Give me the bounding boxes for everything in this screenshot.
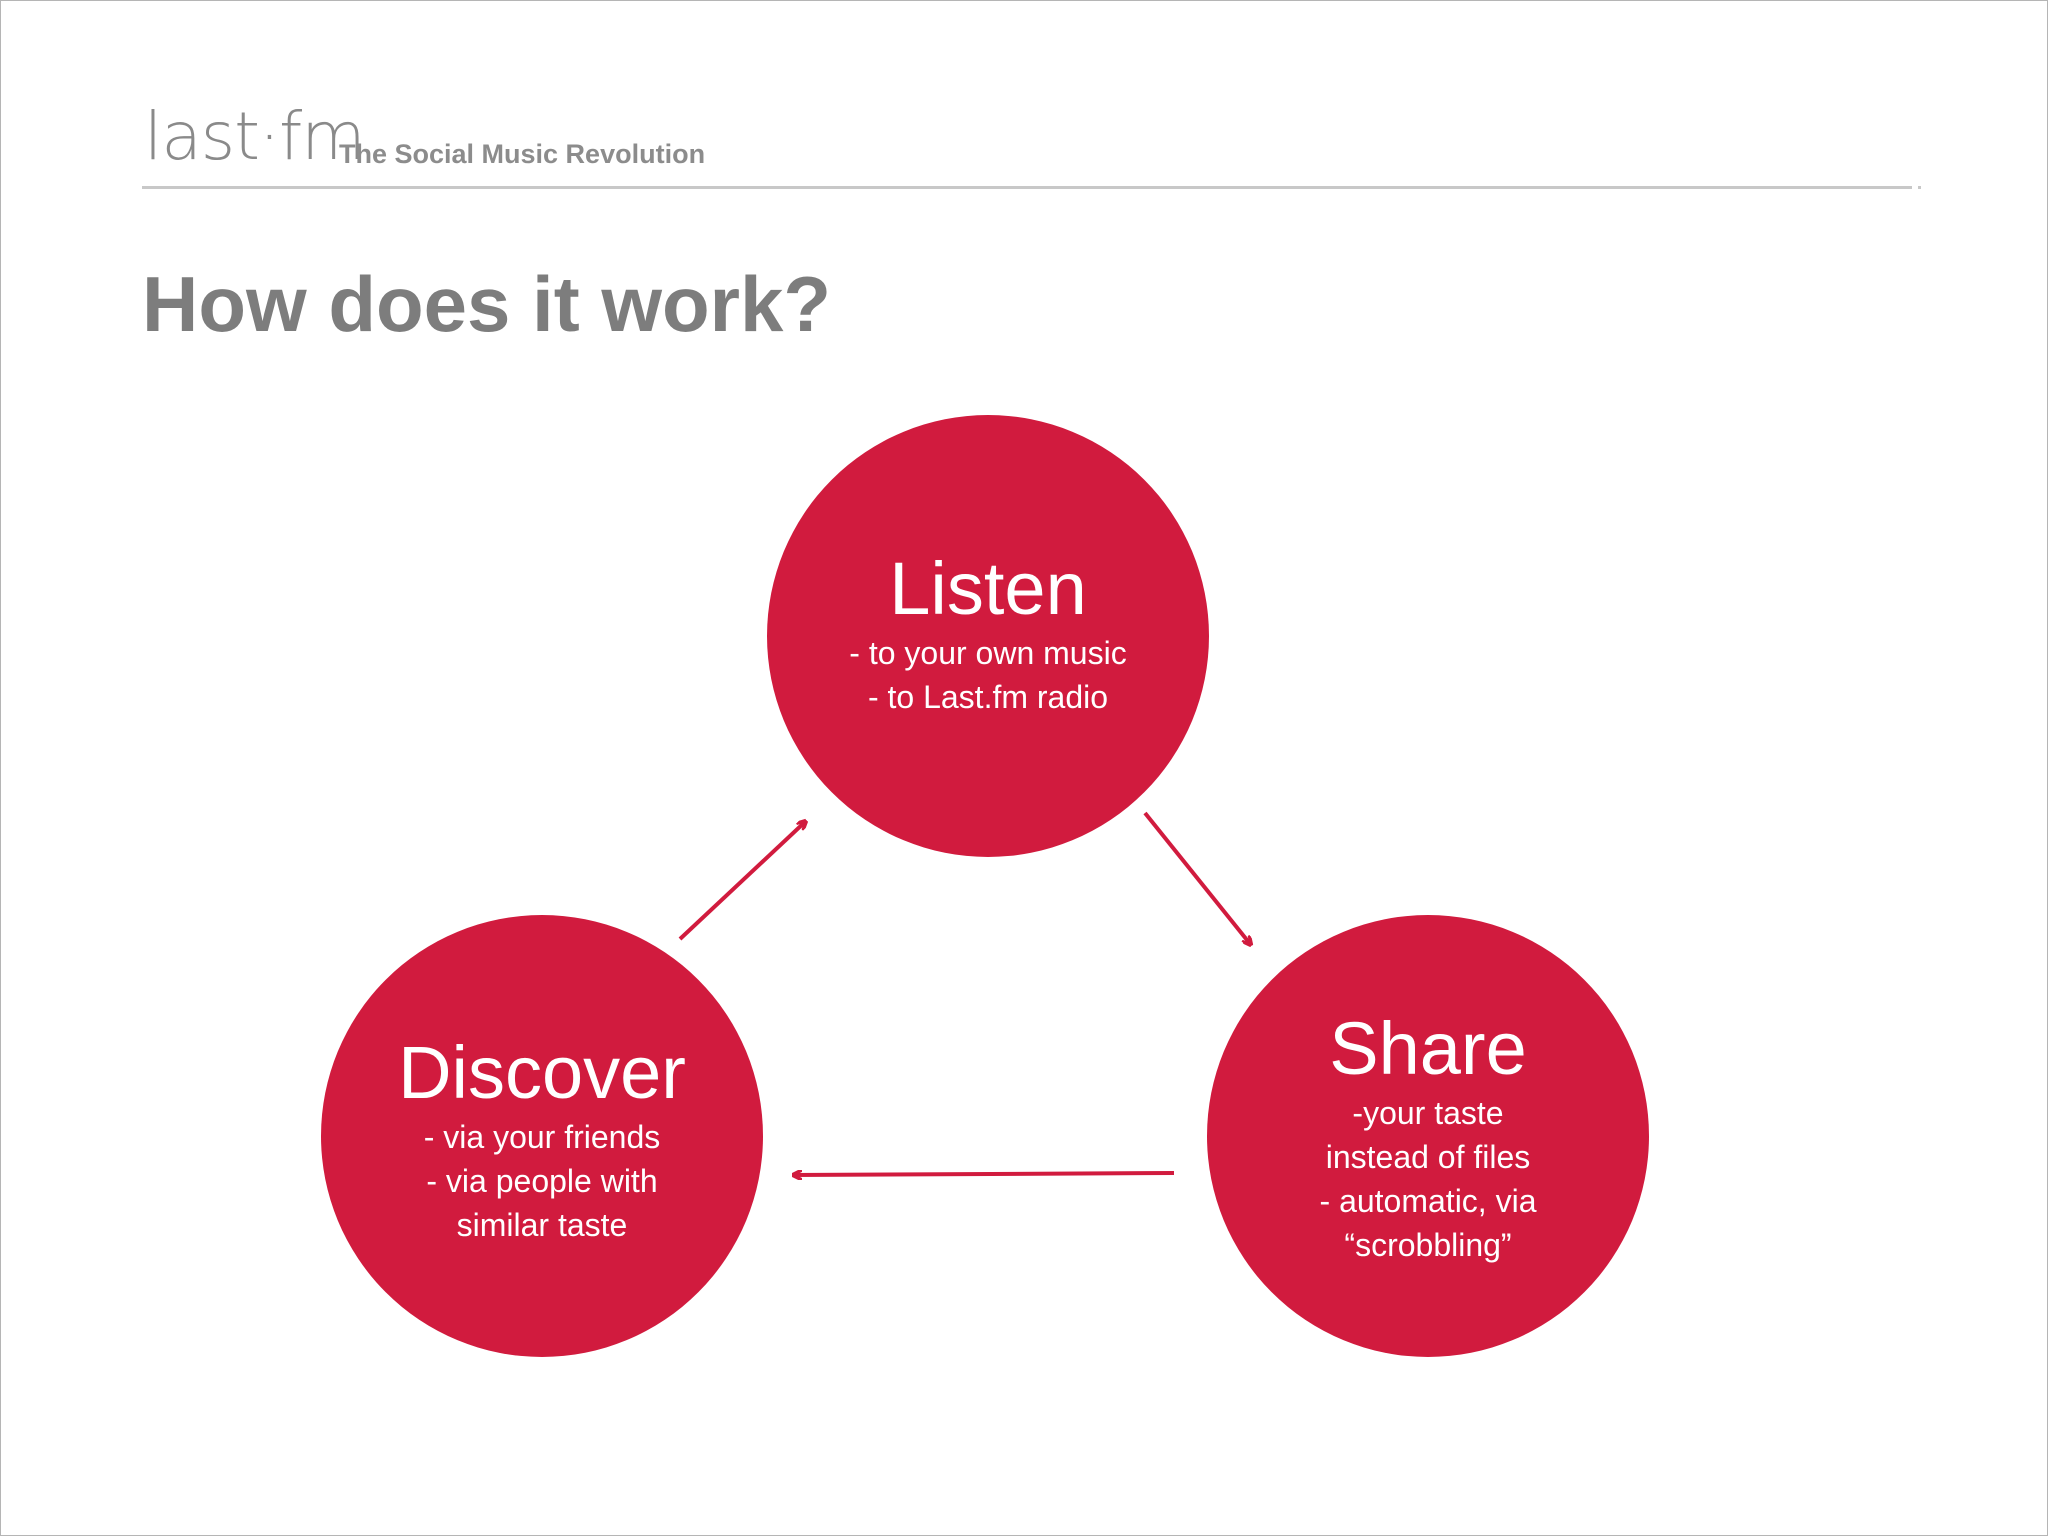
tagline: The Social Music Revolution: [339, 139, 706, 169]
discover-line: - via your friends: [423, 1119, 661, 1155]
arrow-discover-to-listen: [678, 821, 806, 941]
share-line: - automatic, via: [1319, 1183, 1537, 1219]
discover-line: - via people with: [426, 1163, 658, 1199]
listen-node: Listen - to your own music - to Last.fm …: [767, 415, 1209, 857]
share-title: Share: [1329, 1007, 1527, 1090]
discover-node: Discover - via your friends - via people…: [321, 915, 763, 1357]
discover-line: similar taste: [456, 1207, 628, 1243]
share-line: instead of files: [1325, 1139, 1531, 1175]
arrow-listen-to-share: [1143, 811, 1251, 945]
share-node: Share -your taste instead of files - aut…: [1207, 915, 1649, 1357]
share-line: -your taste: [1352, 1095, 1504, 1131]
listen-line: - to Last.fm radio: [867, 679, 1109, 715]
header-divider: [142, 186, 1912, 189]
page-title: How does it work?: [142, 260, 832, 348]
lastfm-logo: last·fm: [144, 98, 366, 175]
header-divider-end-mark: [1918, 186, 1921, 189]
listen-title: Listen: [889, 547, 1087, 630]
share-line: “scrobbling”: [1344, 1227, 1512, 1263]
listen-line: - to your own music: [849, 635, 1127, 671]
discover-title: Discover: [398, 1031, 686, 1114]
arrow-share-to-discover: [793, 1173, 1175, 1175]
